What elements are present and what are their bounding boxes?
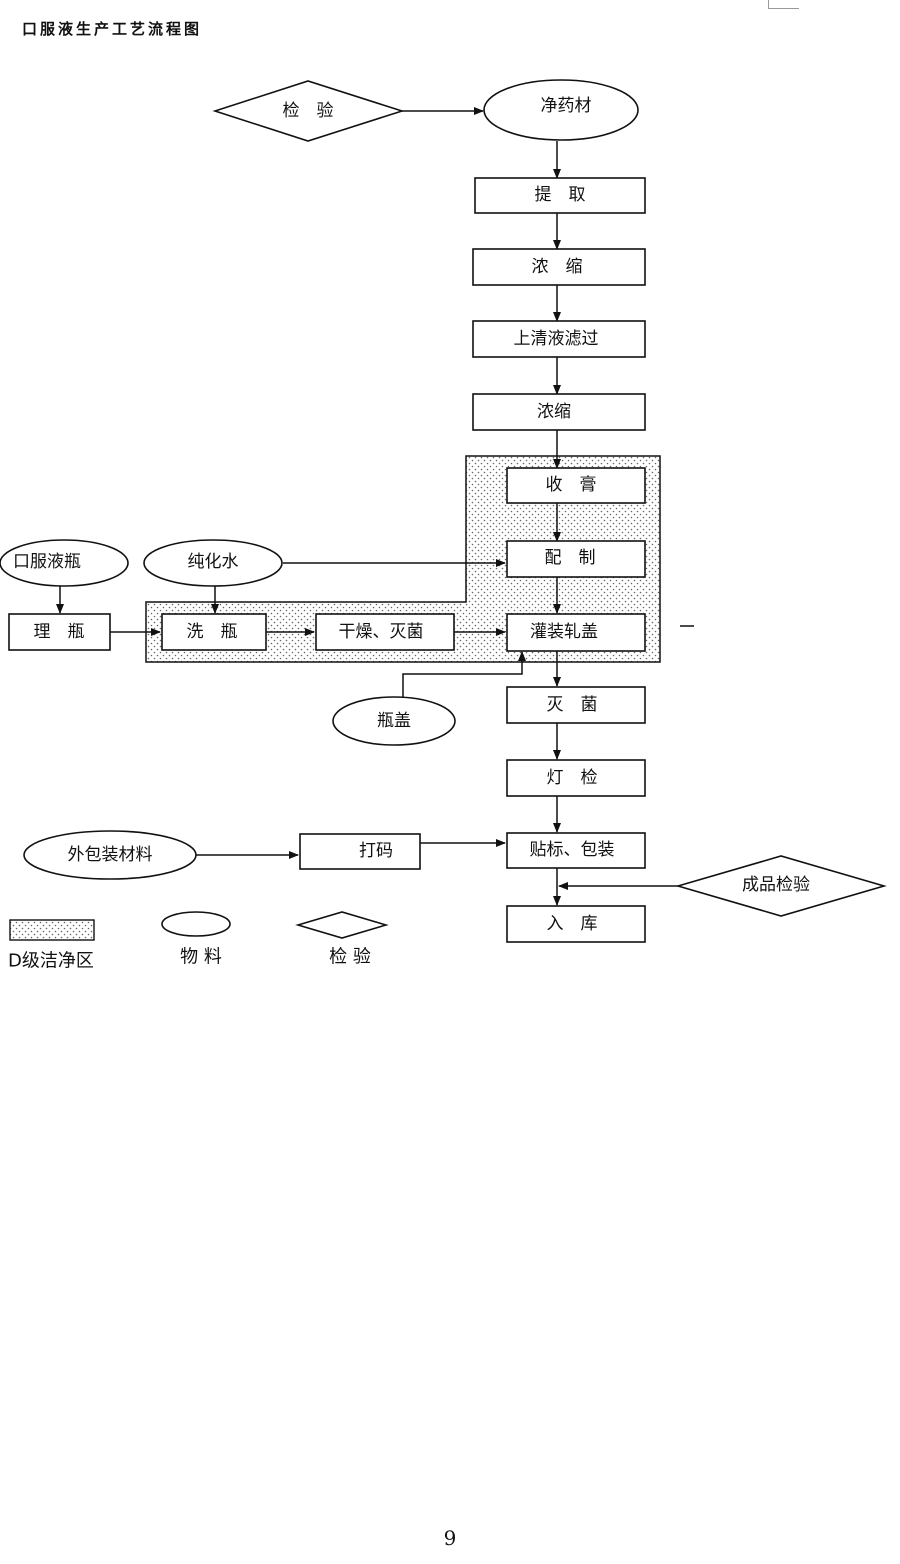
svg-text:提 取: 提 取 <box>535 185 586 205</box>
svg-text:理 瓶: 理 瓶 <box>34 622 85 642</box>
node-final-inspection: 成品检验 <box>675 855 887 917</box>
legend-clean-zone: D级洁净区 <box>8 919 95 972</box>
svg-text:检 验: 检 验 <box>329 947 371 968</box>
svg-text:灌装轧盖: 灌装轧盖 <box>530 622 598 642</box>
svg-text:配 制: 配 制 <box>545 548 596 568</box>
node-sort-bottle: 理 瓶 <box>8 613 111 651</box>
page-number: 9 <box>443 1526 457 1550</box>
svg-text:干燥、灭菌: 干燥、灭菌 <box>339 622 424 642</box>
node-bottle-cap: 瓶盖 <box>332 696 456 746</box>
svg-text:洗 瓶: 洗 瓶 <box>187 622 238 642</box>
node-concentrate-2: 浓缩 <box>472 393 646 431</box>
legend-material: 物 料 <box>161 911 231 968</box>
svg-text:D级洁净区: D级洁净区 <box>8 951 94 972</box>
node-filter: 上清液滤过 <box>472 320 646 358</box>
svg-text:净药材: 净药材 <box>541 96 592 116</box>
node-concentrate-1: 浓 缩 <box>472 248 646 286</box>
node-outer-packaging: 外包装材料 <box>23 830 197 880</box>
svg-text:纯化水: 纯化水 <box>188 552 239 572</box>
node-extract: 提 取 <box>474 177 646 214</box>
svg-text:收 膏: 收 膏 <box>546 474 597 495</box>
svg-text:贴标、包装: 贴标、包装 <box>530 840 615 860</box>
page-corner-mark <box>768 0 799 9</box>
svg-text:物 料: 物 料 <box>180 947 222 968</box>
node-print-code: 打码 <box>299 833 421 870</box>
node-oral-liquid-bottle: 口服液瓶 <box>0 539 129 587</box>
node-dry-sterilize: 干燥、灭菌 <box>315 613 455 651</box>
node-wash-bottle: 洗 瓶 <box>161 613 267 651</box>
svg-text:浓 缩: 浓 缩 <box>532 257 583 277</box>
svg-text:口服液瓶: 口服液瓶 <box>13 552 81 572</box>
svg-text:瓶盖: 瓶盖 <box>377 711 411 731</box>
node-light-check: 灯 检 <box>506 759 646 797</box>
process-flowchart: 检 验 净药材 提 取 浓 缩 上清液滤过 浓缩 收 膏 配 制 口服液瓶 纯化… <box>0 79 887 972</box>
node-label-pack: 贴标、包装 <box>506 832 646 869</box>
svg-text:灭 菌: 灭 菌 <box>547 695 598 715</box>
node-collect: 收 膏 <box>506 467 646 504</box>
legend: D级洁净区 物 料 检 验 <box>8 911 389 972</box>
svg-text:上清液滤过: 上清液滤过 <box>514 329 599 349</box>
node-sterilize: 灭 菌 <box>506 686 646 724</box>
svg-text:浓缩: 浓缩 <box>537 402 571 422</box>
node-fill-seal: 灌装轧盖 <box>506 613 646 652</box>
node-herbs: 净药材 <box>483 79 639 141</box>
svg-text:外包装材料: 外包装材料 <box>68 845 153 865</box>
legend-inspection: 检 验 <box>295 911 389 968</box>
clean-zone-region <box>145 455 661 663</box>
page-title: 口服液生产工艺流程图 <box>22 20 203 38</box>
svg-text:检 验: 检 验 <box>283 101 334 121</box>
svg-text:灯 检: 灯 检 <box>547 768 598 788</box>
svg-text:打码: 打码 <box>359 841 393 861</box>
svg-text:入 库: 入 库 <box>547 914 598 934</box>
node-storage: 入 库 <box>506 905 646 943</box>
svg-text:成品检验: 成品检验 <box>742 875 810 895</box>
node-inspection: 检 验 <box>212 80 405 142</box>
node-prepare: 配 制 <box>506 540 646 578</box>
flow-connectors <box>56 107 694 906</box>
node-purified-water: 纯化水 <box>143 539 283 587</box>
